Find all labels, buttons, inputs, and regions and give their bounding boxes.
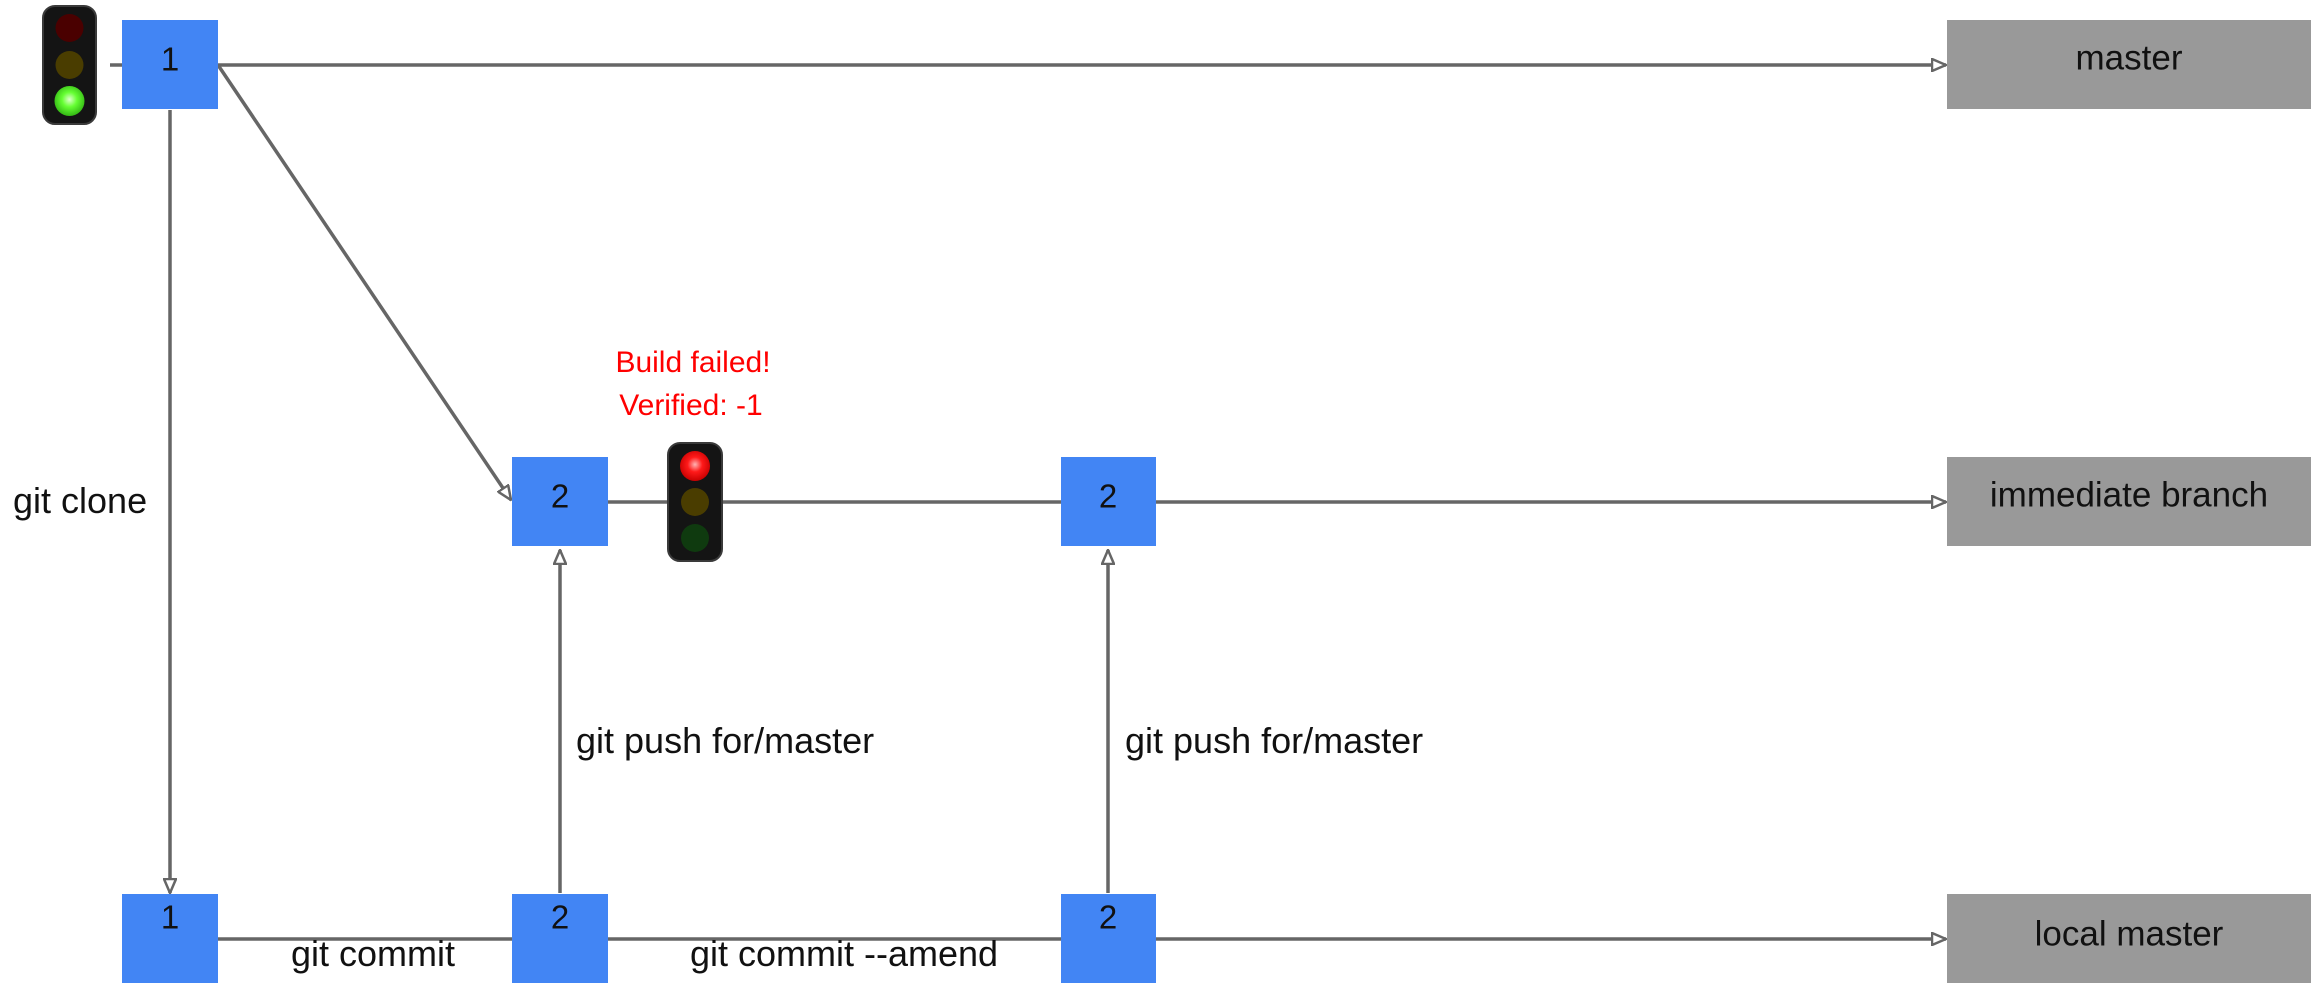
- build-failed-label: Build failed!: [615, 346, 770, 379]
- verified-score-label: Verified: -1: [619, 389, 762, 422]
- branch-off-edge: [216, 64, 511, 500]
- commit-node-branch-2a[interactable]: 2: [512, 457, 608, 546]
- commit-node-label: 1: [161, 899, 179, 936]
- commit-node-master-1[interactable]: 1: [122, 20, 218, 109]
- commit-node-local-2b[interactable]: 2: [1061, 894, 1156, 983]
- traffic-light-green-lamp: [54, 86, 85, 116]
- traffic-light-red-lamp: [680, 451, 710, 481]
- traffic-light-yellow-lamp: [55, 51, 84, 79]
- traffic-light-icon: [667, 442, 723, 562]
- commit-node-branch-2b[interactable]: 2: [1061, 457, 1156, 546]
- branch-label-master[interactable]: master: [1947, 20, 2311, 109]
- git-commit-amend-label: git commit --amend: [690, 933, 998, 974]
- git-clone-label: git clone: [13, 480, 147, 521]
- traffic-light-icon: [42, 5, 97, 125]
- commit-node-label: 2: [1099, 899, 1117, 936]
- traffic-light-red-lamp: [55, 14, 84, 42]
- traffic-light-green-lamp: [681, 524, 709, 552]
- traffic-light-yellow-lamp: [681, 488, 709, 516]
- commit-node-label: 2: [551, 478, 569, 515]
- commit-node-label: 2: [1099, 478, 1117, 515]
- git-push-label-2: git push for/master: [1125, 720, 1423, 761]
- commit-node-local-2a[interactable]: 2: [512, 894, 608, 983]
- branch-label-text: local master: [2035, 914, 2224, 953]
- commit-node-label: 2: [551, 899, 569, 936]
- branch-label-immediate[interactable]: immediate branch: [1947, 457, 2311, 546]
- branch-label-text: immediate branch: [1990, 475, 2268, 514]
- branch-label-text: master: [2076, 38, 2183, 77]
- git-commit-label: git commit: [291, 933, 455, 974]
- commit-node-local-1[interactable]: 1: [122, 894, 218, 983]
- git-push-label-1: git push for/master: [576, 720, 874, 761]
- branch-label-local[interactable]: local master: [1947, 894, 2311, 983]
- commit-node-label: 1: [161, 41, 179, 78]
